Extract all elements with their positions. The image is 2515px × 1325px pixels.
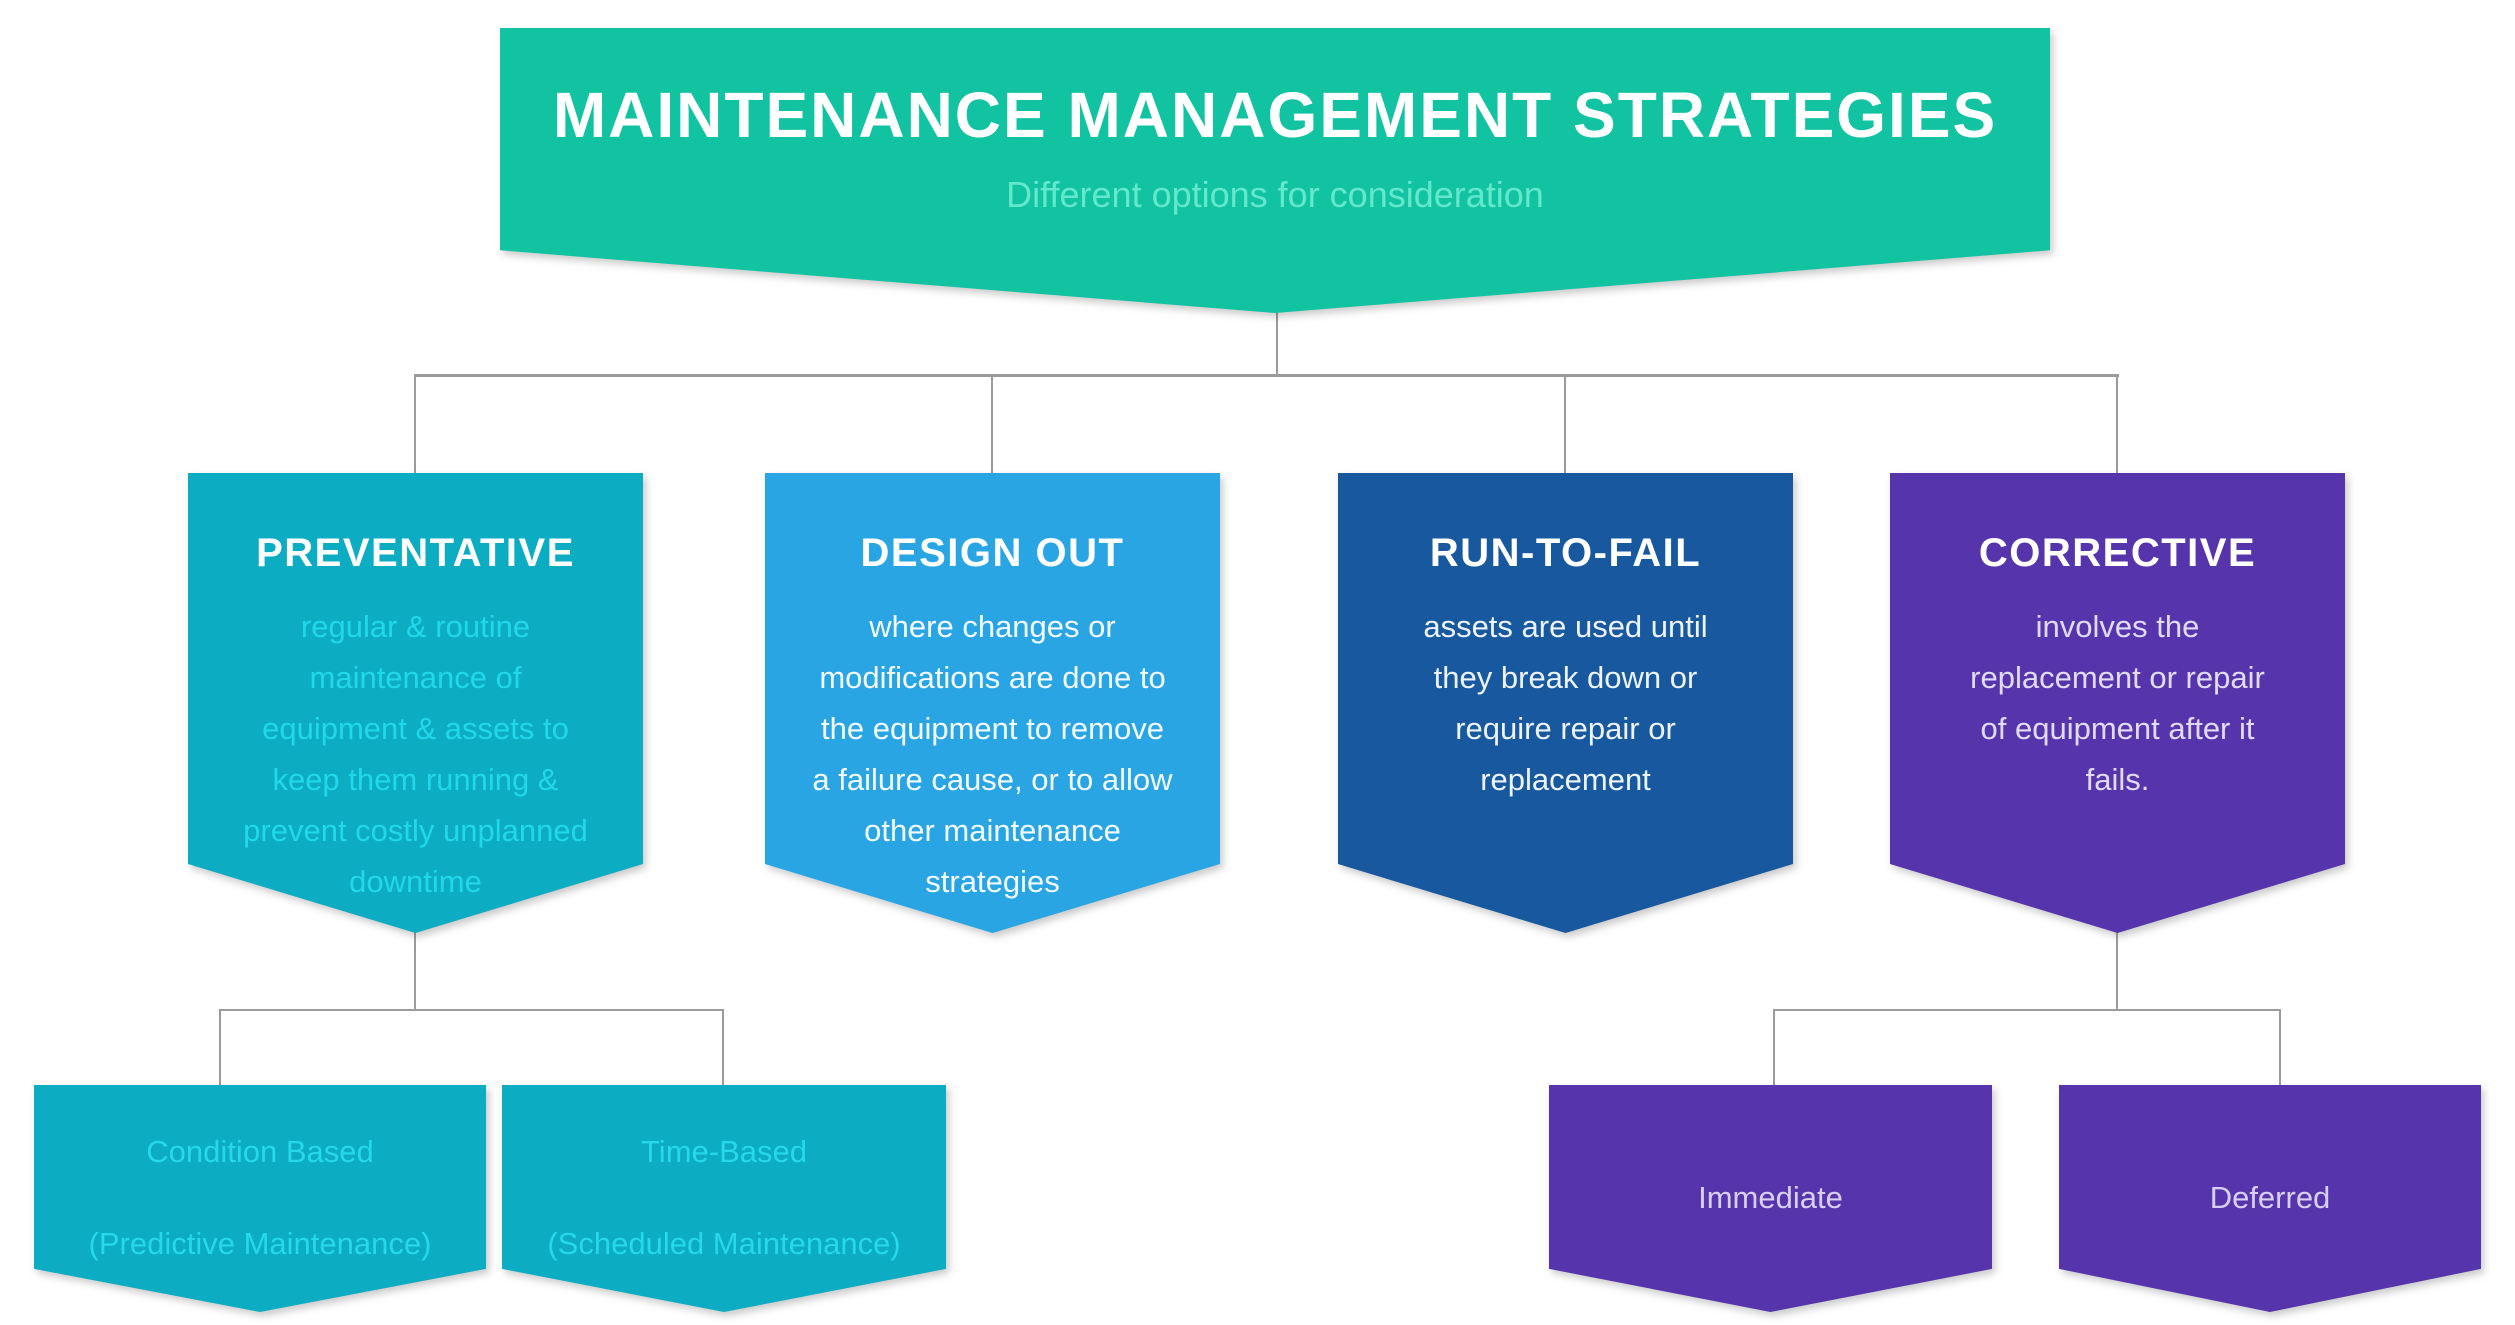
child-card-condition-based-wrapper: Condition Based (Predictive Maintenance) (34, 1085, 486, 1312)
connector-root-vertical (1276, 310, 1278, 376)
child-card-label: Deferred (2209, 1180, 2331, 1215)
strategy-card-run-to-fail-wrapper: RUN-TO-FAIL assets are used until they b… (1338, 473, 1793, 933)
connector-drop-time-based (722, 1009, 724, 1087)
strategy-title: RUN-TO-FAIL (1429, 531, 1702, 575)
connector-drop-condition-based (219, 1009, 221, 1087)
connector-drop-deferred (2279, 1009, 2281, 1087)
connector-drop-corrective (2116, 374, 2118, 474)
child-card-time-based: Time-Based (Scheduled Maintenance) (502, 1085, 946, 1312)
strategy-description: involves the replacement or repair of eq… (1970, 609, 2265, 797)
child-card-condition-based: Condition Based (Predictive Maintenance) (34, 1085, 486, 1312)
connector-corrective-horizontal (1773, 1009, 2281, 1011)
strategy-title: PREVENTATIVE (256, 531, 575, 575)
strategy-card-preventative: PREVENTATIVE regular & routine maintenan… (188, 473, 643, 933)
strategy-description: regular & routine maintenance of equipme… (243, 609, 588, 899)
child-card-deferred-wrapper: Deferred (2059, 1085, 2481, 1312)
strategy-card-run-to-fail: RUN-TO-FAIL assets are used until they b… (1338, 473, 1793, 933)
connector-drop-immediate (1773, 1009, 1775, 1087)
child-card-label: Immediate (1698, 1180, 1843, 1215)
root-banner: MAINTENANCE MANAGEMENT STRATEGIES Differ… (500, 28, 2050, 313)
child-card-immediate-wrapper: Immediate (1549, 1085, 1992, 1312)
root-banner-wrapper: MAINTENANCE MANAGEMENT STRATEGIES Differ… (500, 28, 2050, 313)
connector-preventative-horizontal (219, 1009, 724, 1011)
connector-drop-design-out (991, 374, 993, 474)
strategy-card-design-out-wrapper: DESIGN OUT where changes or modification… (765, 473, 1220, 933)
strategy-card-corrective-wrapper: CORRECTIVE involves the replacement or r… (1890, 473, 2345, 933)
diagram-subtitle: Different options for consideration (1006, 174, 1544, 215)
strategy-description: where changes or modifications are done … (812, 609, 1173, 899)
strategy-title: DESIGN OUT (860, 531, 1125, 575)
connector-preventative-vertical (414, 928, 416, 1011)
strategy-description: assets are used until they break down or… (1423, 609, 1708, 797)
child-card-time-based-wrapper: Time-Based (Scheduled Maintenance) (502, 1085, 946, 1312)
strategy-title: CORRECTIVE (1978, 531, 2257, 575)
strategy-card-preventative-wrapper: PREVENTATIVE regular & routine maintenan… (188, 473, 643, 933)
connector-level1-horizontal (414, 374, 2119, 377)
connector-drop-run-to-fail (1564, 374, 1566, 474)
child-card-label: Time-Based (Scheduled Maintenance) (547, 1134, 901, 1261)
child-card-immediate: Immediate (1549, 1085, 1992, 1312)
child-card-deferred: Deferred (2059, 1085, 2481, 1312)
child-card-label: Condition Based (Predictive Maintenance) (88, 1134, 432, 1261)
diagram-title: MAINTENANCE MANAGEMENT STRATEGIES (552, 79, 1998, 151)
connector-drop-preventative (414, 374, 416, 474)
strategy-card-design-out: DESIGN OUT where changes or modification… (765, 473, 1220, 933)
strategy-card-corrective: CORRECTIVE involves the replacement or r… (1890, 473, 2345, 933)
connector-corrective-vertical (2116, 928, 2118, 1011)
